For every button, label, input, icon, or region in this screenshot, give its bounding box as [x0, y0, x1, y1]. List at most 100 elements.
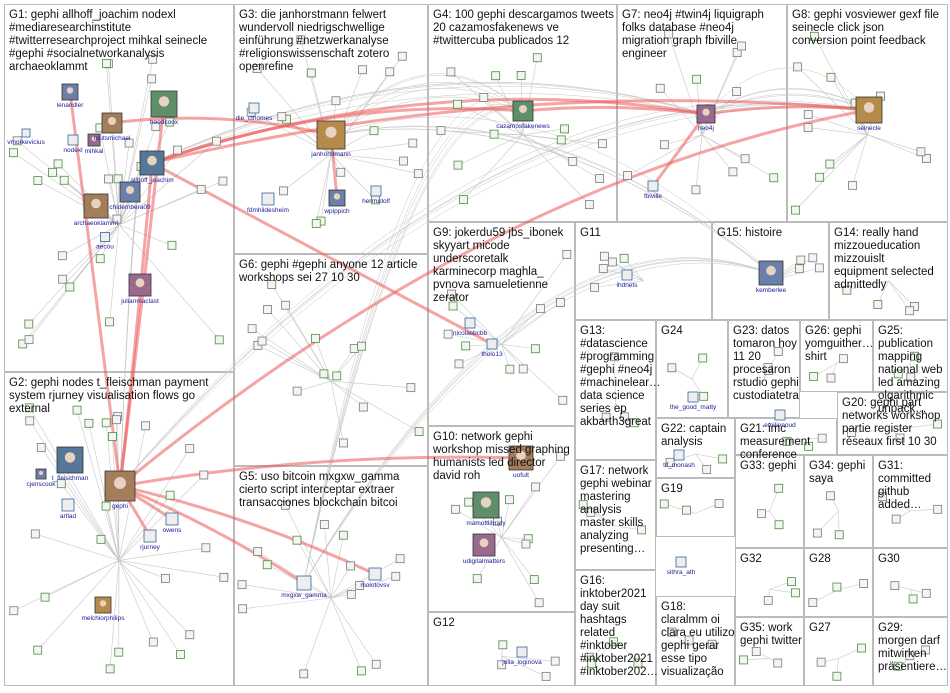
- vertex-marker[interactable]: [220, 573, 228, 581]
- vertex-marker[interactable]: [833, 583, 841, 591]
- vertex-marker[interactable]: [350, 344, 358, 352]
- node-fdmhildesheim[interactable]: [262, 193, 274, 205]
- node-emilienoud[interactable]: [775, 410, 785, 420]
- vertex-marker[interactable]: [559, 396, 567, 404]
- node-lenandler[interactable]: [62, 84, 78, 100]
- vertex-marker[interactable]: [596, 174, 604, 182]
- vertex-marker[interactable]: [437, 127, 445, 135]
- vertex-marker[interactable]: [414, 170, 422, 178]
- vertex-marker[interactable]: [108, 433, 116, 441]
- vertex-marker[interactable]: [358, 66, 366, 74]
- vertex-marker[interactable]: [447, 68, 455, 76]
- vertex-marker[interactable]: [333, 372, 341, 380]
- vertex-marker[interactable]: [795, 265, 803, 273]
- vertex-marker[interactable]: [917, 148, 925, 156]
- vertex-marker[interactable]: [599, 265, 607, 273]
- vertex-marker[interactable]: [499, 641, 507, 649]
- vertex-marker[interactable]: [791, 589, 799, 597]
- node-routsmichael[interactable]: [102, 113, 122, 133]
- node-tif-monash[interactable]: [674, 450, 684, 460]
- node-nicolasbcbb[interactable]: [465, 318, 475, 328]
- vertex-marker[interactable]: [460, 196, 468, 204]
- vertex-marker[interactable]: [311, 334, 319, 342]
- vertex-marker[interactable]: [339, 531, 347, 539]
- vertex-marker[interactable]: [531, 345, 539, 353]
- node-rjurney[interactable]: [144, 530, 156, 542]
- node-janhorstmann[interactable]: [317, 121, 345, 149]
- vertex-marker[interactable]: [372, 660, 380, 668]
- vertex-marker[interactable]: [770, 174, 778, 182]
- vertex-marker[interactable]: [692, 186, 700, 194]
- vertex-marker[interactable]: [660, 141, 668, 149]
- vertex-marker[interactable]: [58, 252, 66, 260]
- vertex-marker[interactable]: [161, 574, 169, 582]
- vertex-marker[interactable]: [906, 307, 914, 315]
- vertex-marker[interactable]: [788, 578, 796, 586]
- vertex-marker[interactable]: [102, 502, 110, 510]
- vertex-marker[interactable]: [741, 155, 749, 163]
- node-the-good-matty[interactable]: [688, 392, 698, 402]
- vertex-marker[interactable]: [804, 111, 812, 119]
- vertex-marker[interactable]: [357, 667, 365, 675]
- vertex-marker[interactable]: [102, 60, 110, 68]
- vertex-marker[interactable]: [532, 483, 540, 491]
- vertex-marker[interactable]: [293, 387, 301, 395]
- vertex-marker[interactable]: [810, 372, 818, 380]
- node-sithra-ath[interactable]: [676, 557, 686, 567]
- vertex-marker[interactable]: [816, 173, 824, 181]
- vertex-marker[interactable]: [186, 631, 194, 639]
- vertex-marker[interactable]: [556, 298, 564, 306]
- vertex-marker[interactable]: [738, 42, 746, 50]
- vertex-marker[interactable]: [263, 561, 271, 569]
- vertex-marker[interactable]: [660, 500, 668, 508]
- vertex-marker[interactable]: [73, 406, 81, 414]
- vertex-marker[interactable]: [239, 605, 247, 613]
- vertex-marker[interactable]: [833, 672, 841, 680]
- vertex-marker[interactable]: [97, 535, 105, 543]
- vertex-marker[interactable]: [817, 658, 825, 666]
- vertex-marker[interactable]: [764, 596, 772, 604]
- vertex-marker[interactable]: [219, 177, 227, 185]
- vertex-marker[interactable]: [839, 355, 847, 363]
- vertex-marker[interactable]: [37, 443, 45, 451]
- vertex-marker[interactable]: [815, 264, 823, 272]
- vertex-marker[interactable]: [278, 113, 286, 121]
- vertex-marker[interactable]: [48, 168, 56, 176]
- vertex-marker[interactable]: [608, 258, 616, 266]
- vertex-marker[interactable]: [41, 593, 49, 601]
- vertex-marker[interactable]: [585, 201, 593, 209]
- vertex-marker[interactable]: [400, 157, 408, 165]
- vertex-marker[interactable]: [535, 599, 543, 607]
- vertex-marker[interactable]: [536, 305, 544, 313]
- vertex-marker[interactable]: [25, 320, 33, 328]
- node-owens[interactable]: [166, 513, 178, 525]
- node-herrrudolf[interactable]: [371, 186, 381, 196]
- vertex-marker[interactable]: [506, 365, 514, 373]
- vertex-marker[interactable]: [300, 670, 308, 678]
- node-gephi[interactable]: [105, 471, 135, 501]
- vertex-marker[interactable]: [506, 496, 514, 504]
- vertex-marker[interactable]: [774, 659, 782, 667]
- node-cjenscook[interactable]: [36, 469, 46, 479]
- vertex-marker[interactable]: [415, 428, 423, 436]
- vertex-marker[interactable]: [307, 69, 315, 77]
- vertex-marker[interactable]: [934, 505, 942, 513]
- node-vmorkevicius[interactable]: [22, 129, 30, 137]
- vertex-marker[interactable]: [96, 255, 104, 263]
- vertex-marker[interactable]: [332, 97, 340, 105]
- node-fbiville[interactable]: [648, 181, 658, 191]
- vertex-marker[interactable]: [752, 648, 760, 656]
- vertex-marker[interactable]: [922, 589, 930, 597]
- vertex-marker[interactable]: [739, 656, 747, 664]
- vertex-marker[interactable]: [455, 360, 463, 368]
- node-archaeoklammt[interactable]: [84, 194, 108, 218]
- vertex-marker[interactable]: [142, 422, 150, 430]
- vertex-marker[interactable]: [809, 599, 817, 607]
- vertex-marker[interactable]: [407, 384, 415, 392]
- vertex-marker[interactable]: [176, 650, 184, 658]
- node-kemberlee[interactable]: [759, 261, 783, 285]
- vertex-marker[interactable]: [530, 576, 538, 584]
- vertex-marker[interactable]: [462, 342, 470, 350]
- node-julianmaclast[interactable]: [129, 274, 151, 296]
- vertex-marker[interactable]: [102, 419, 110, 427]
